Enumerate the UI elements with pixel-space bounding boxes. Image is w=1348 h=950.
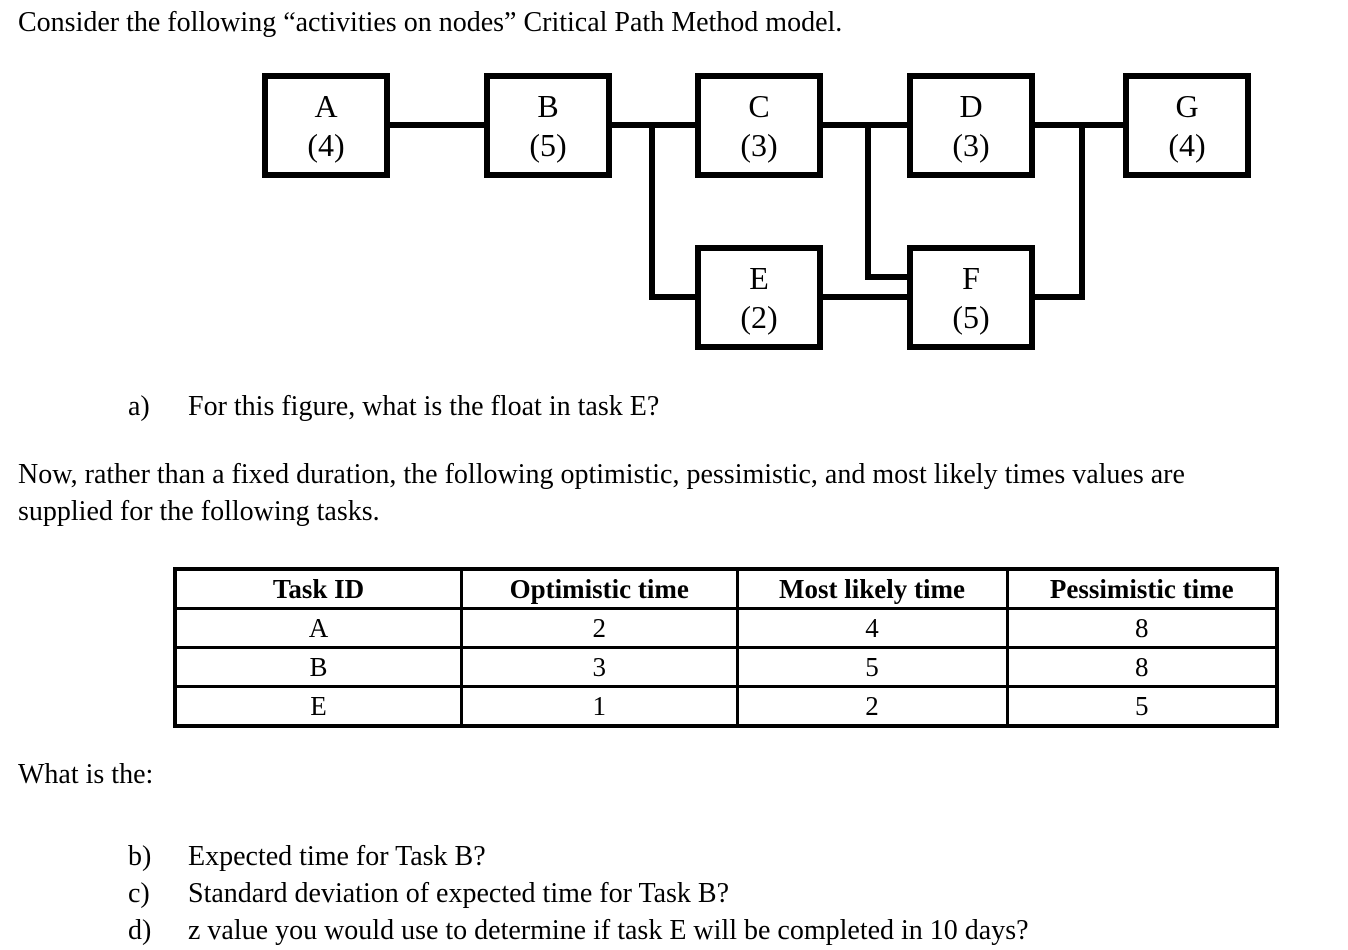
node-B-box [484, 73, 612, 178]
node-B-letter: B [537, 88, 558, 124]
table-header-col-1: Task ID [173, 567, 464, 610]
edge-C-F [865, 125, 910, 280]
time-value-cell: 5 [735, 646, 1009, 688]
time-value-cell: 4 [735, 607, 1009, 649]
node-A-duration: (4) [307, 127, 344, 163]
node-A-box [262, 73, 390, 178]
question-label: d) [128, 915, 152, 946]
table-header-col-4: Pessimistic time [1005, 567, 1279, 610]
task-id-cell: B [173, 646, 464, 688]
question-a-text: For this figure, what is the float in ta… [188, 391, 660, 422]
node-A: A(4) [262, 73, 390, 178]
question-list: b) Expected time for Task B? c) Standard de… [128, 838, 1029, 949]
question-b: b) Expected time for Task B? [128, 838, 1029, 875]
node-F: F(5) [907, 245, 1035, 350]
table-header-col-3: Most likely time [735, 567, 1009, 610]
table-header-col-2: Optimistic time [460, 567, 739, 610]
paragraph-line-1: Now, rather than a fixed duration, the f… [18, 459, 1185, 490]
time-value-cell: 2 [735, 685, 1009, 728]
question-text: Expected time for Task B? [188, 841, 486, 872]
node-C-duration: (3) [740, 127, 777, 163]
node-G-letter: G [1175, 88, 1198, 124]
node-F-duration: (5) [952, 299, 989, 335]
question-a-label: a) [128, 391, 150, 422]
node-D-letter: D [959, 88, 982, 124]
question-text: Standard deviation of expected time for … [188, 878, 730, 909]
what-is-the-text: What is the: [18, 759, 154, 790]
node-G-box [1123, 73, 1251, 178]
node-F-letter: F [962, 260, 980, 296]
node-E: E(2) [695, 245, 823, 350]
time-value-cell: 2 [460, 607, 739, 649]
intro-paragraph: Now, rather than a fixed duration, the f… [18, 456, 1185, 530]
task-id-cell: A [173, 607, 464, 649]
question-c: c) Standard deviation of expected time fo… [128, 875, 1029, 912]
node-D: D(3) [907, 73, 1035, 178]
node-E-box [695, 245, 823, 350]
time-value-cell: 8 [1005, 646, 1279, 688]
cpm-diagram: A(4)B(5)C(3)D(3)G(4)E(2)F(5) [262, 73, 1251, 350]
time-value-cell: 5 [1005, 685, 1279, 728]
node-B: B(5) [484, 73, 612, 178]
question-a: a) For this figure, what is the float in… [128, 388, 659, 425]
node-E-duration: (2) [740, 299, 777, 335]
edge-F-G [1032, 125, 1085, 300]
edge-B-E [649, 125, 698, 300]
intro-text: Consider the following “activities on no… [18, 7, 843, 38]
node-A-letter: A [314, 88, 337, 124]
node-B-duration: (5) [529, 127, 566, 163]
paragraph-line-2: supplied for the following tasks. [18, 496, 380, 527]
node-E-letter: E [749, 260, 769, 296]
question-label: c) [128, 878, 150, 909]
node-C-box [695, 73, 823, 178]
task-id-cell: E [173, 685, 464, 728]
question-text: z value you would use to determine if ta… [188, 915, 1029, 946]
node-F-box [907, 245, 1035, 350]
node-C: C(3) [695, 73, 823, 178]
time-value-cell: 8 [1005, 607, 1279, 649]
question-d: d) z value you would use to determine if … [128, 912, 1029, 949]
node-G: G(4) [1123, 73, 1251, 178]
time-value-cell: 1 [460, 685, 739, 728]
node-D-duration: (3) [952, 127, 989, 163]
node-C-letter: C [748, 88, 769, 124]
node-D-box [907, 73, 1035, 178]
time-value-cell: 3 [460, 646, 739, 688]
question-label: b) [128, 841, 152, 872]
node-G-duration: (4) [1168, 127, 1205, 163]
